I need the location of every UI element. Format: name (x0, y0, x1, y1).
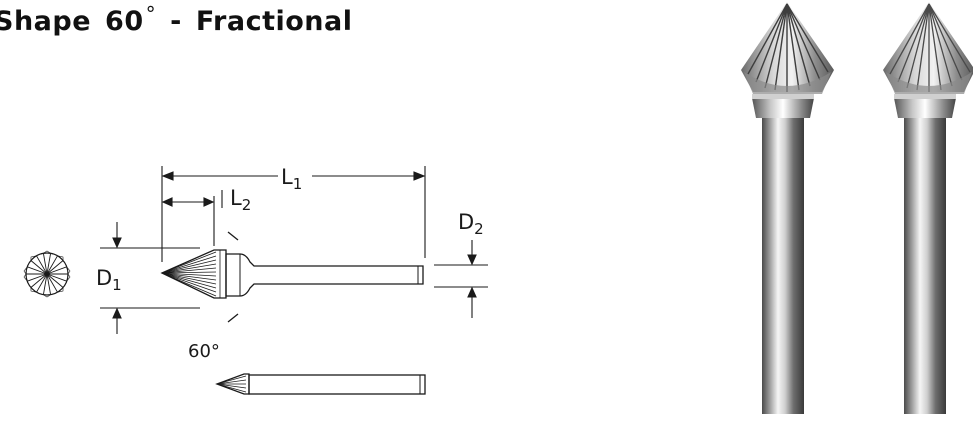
burr-end-view-icon (23, 250, 71, 298)
label-l1: L1 (281, 165, 302, 193)
label-l2: L2 (230, 186, 251, 214)
title-shape: Shape (0, 6, 92, 37)
burr-photo-left (741, 2, 834, 414)
dimension-d2 (434, 240, 488, 318)
label-d1: D1 (96, 266, 122, 294)
title-variant: Fractional (195, 6, 353, 37)
dimension-l1 (161, 166, 426, 262)
label-angle: 60° (188, 341, 220, 362)
title-dash: - (170, 6, 182, 37)
page-title: Shape 60°-Fractional (0, 2, 353, 37)
burr-small-view (215, 373, 426, 395)
title-angle: 60 (105, 6, 144, 37)
title-degree: ° (145, 2, 157, 26)
dimension-l2 (161, 190, 223, 246)
burr-side-view (160, 249, 424, 299)
technical-drawing: L1 L2 D1 D2 60° (23, 165, 488, 395)
dimension-d1 (100, 222, 200, 334)
label-d2: D2 (458, 210, 484, 238)
burr-photo-right (883, 2, 973, 414)
angle-marker (227, 231, 239, 323)
carbide-burr-photo (741, 2, 973, 414)
